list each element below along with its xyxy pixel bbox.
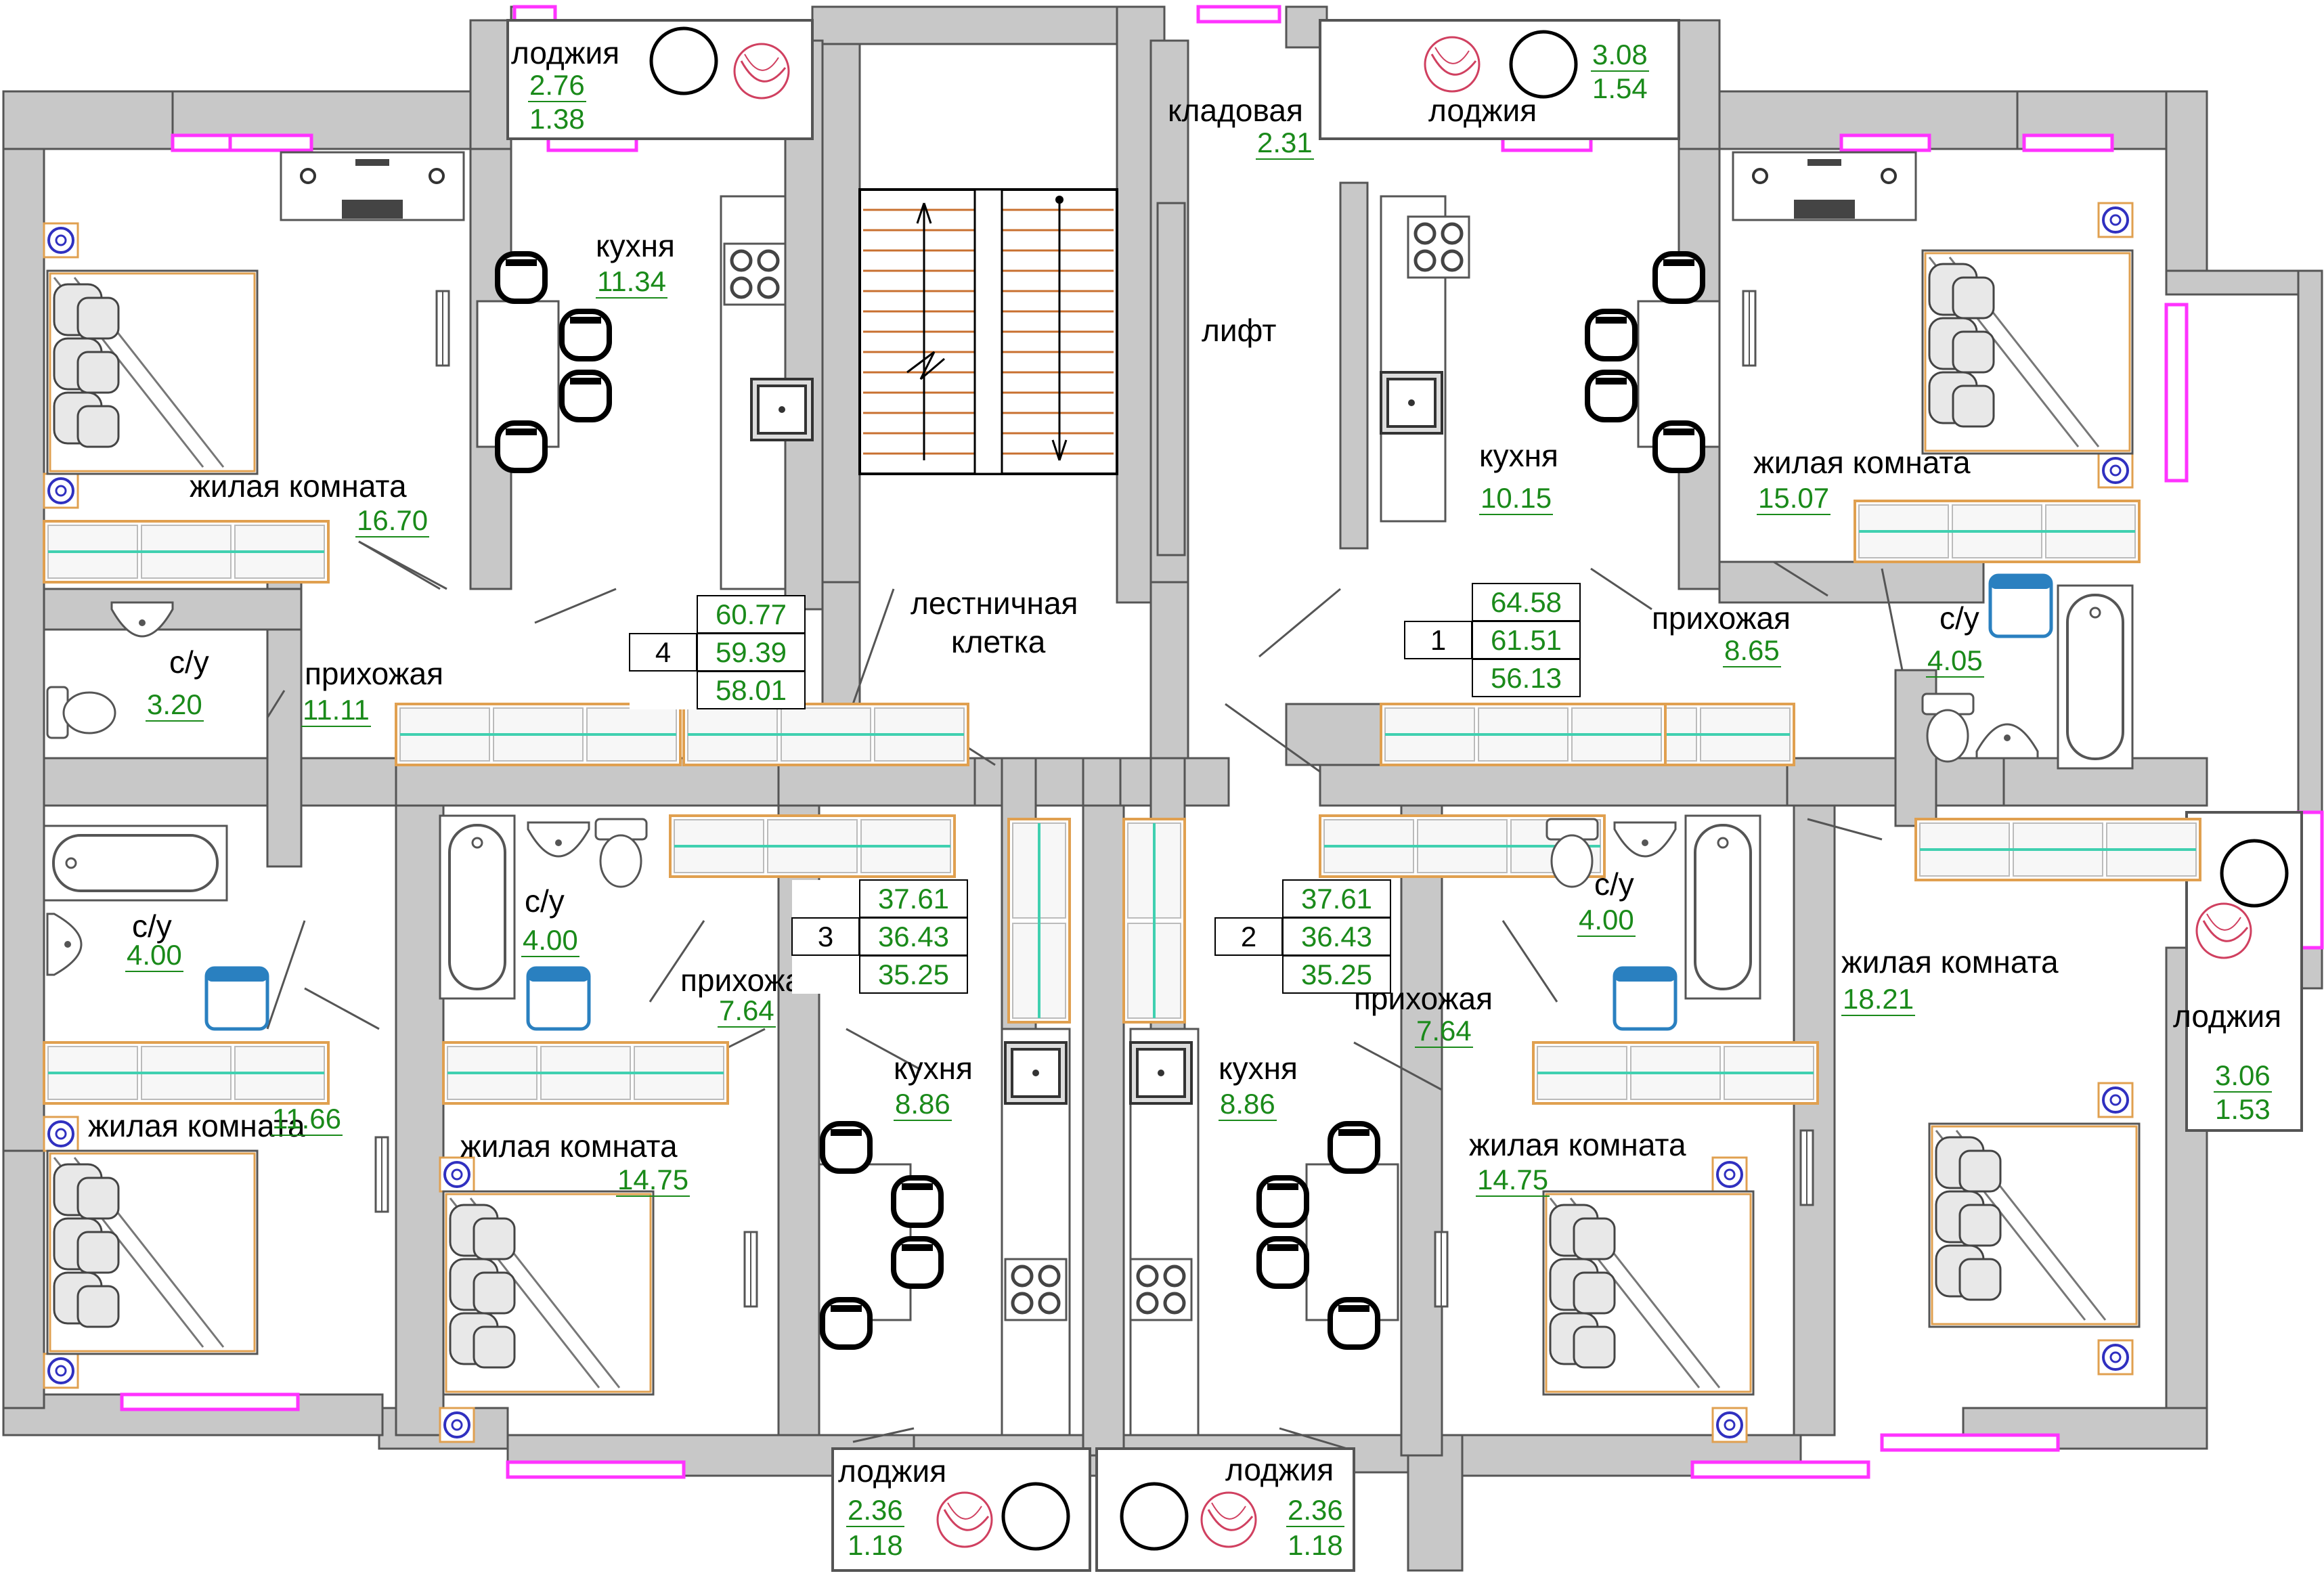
wc-1-name: с/у bbox=[1939, 600, 1979, 636]
loggia-tr-area1: 3.08 bbox=[1591, 39, 1649, 72]
wc-1-area: 4.05 bbox=[1926, 644, 1984, 678]
wc-2-area: 4.00 bbox=[1577, 904, 1636, 937]
wc-left-name: с/у bbox=[132, 908, 172, 944]
apartment-4-total-area: 60.77 bbox=[697, 595, 806, 634]
apartment-4-number: 4 bbox=[629, 633, 697, 672]
apartment-3-total-area: 37.61 bbox=[859, 879, 968, 918]
living-left-area: 11.66 bbox=[271, 1103, 343, 1136]
kitchen-2-area: 8.86 bbox=[1219, 1088, 1277, 1121]
loggia-r-name: лоджия bbox=[2173, 998, 2282, 1034]
apartment-3-area: 36.43 bbox=[859, 917, 968, 956]
living-right-name: жилая комната bbox=[1841, 944, 2059, 980]
walls bbox=[2, 5, 2323, 1572]
apartment-3-number: 3 bbox=[791, 917, 860, 956]
apartment-1-table: 64.58 1 61.51 56.13 bbox=[1404, 583, 1581, 697]
living-1-name: жилая комната bbox=[1753, 445, 1971, 480]
apartment-1-area: 61.51 bbox=[1472, 621, 1581, 659]
apartment-4-area: 59.39 bbox=[697, 633, 806, 672]
apartment-2-number: 2 bbox=[1214, 917, 1283, 956]
living-2-name: жилая комната bbox=[1469, 1127, 1686, 1162]
living-2-area: 14.75 bbox=[1476, 1164, 1550, 1197]
loggia-br-area2: 1.18 bbox=[1288, 1529, 1343, 1561]
living-3-name: жилая комната bbox=[460, 1128, 678, 1164]
loggia-tl-area2: 1.38 bbox=[529, 103, 585, 135]
loggia-tl-name: лоджия bbox=[511, 35, 620, 70]
loggia-bl-name: лоджия bbox=[838, 1453, 947, 1489]
hall-2-area: 7.64 bbox=[1415, 1015, 1473, 1048]
loggia-r-area2: 1.53 bbox=[2215, 1093, 2271, 1125]
apartment-4-table: 60.77 4 59.39 58.01 bbox=[629, 595, 806, 709]
apartment-2-living-area: 35.25 bbox=[1282, 955, 1391, 994]
loggia-tr-area2: 1.54 bbox=[1592, 72, 1648, 104]
loggia-r-area1: 3.06 bbox=[2214, 1059, 2272, 1093]
apartment-3-living-area: 35.25 bbox=[859, 955, 968, 994]
hall-4-area: 11.11 bbox=[301, 694, 371, 727]
kitchen-3-area: 8.86 bbox=[894, 1088, 952, 1121]
loggia-br-name: лоджия bbox=[1225, 1452, 1334, 1487]
living-4-name: жилая комната bbox=[190, 468, 407, 504]
hall-3-area: 7.64 bbox=[718, 994, 776, 1028]
hall-1-name: прихожая bbox=[1652, 600, 1791, 636]
windows bbox=[120, 5, 2324, 1479]
stairwell-name1: лестничная bbox=[911, 586, 1078, 621]
kitchen-3-name: кухня bbox=[894, 1051, 973, 1086]
loggia-tl-area1: 2.76 bbox=[528, 69, 586, 102]
loggia-br-area1: 2.36 bbox=[1286, 1494, 1344, 1527]
kitchen-4-name: кухня bbox=[596, 228, 675, 263]
apartment-2-table: 37.61 2 36.43 35.25 bbox=[1214, 879, 1391, 994]
living-right-area: 18.21 bbox=[1841, 983, 1916, 1016]
living-4-area: 16.70 bbox=[355, 504, 430, 537]
apartment-1-total-area: 64.58 bbox=[1472, 583, 1581, 621]
loggia-tr-name: лоджия bbox=[1428, 93, 1537, 128]
loggia-frames bbox=[506, 19, 2303, 1572]
apartment-2-total-area: 37.61 bbox=[1282, 879, 1391, 918]
label-leaders bbox=[358, 540, 1828, 597]
wc-3-area: 4.00 bbox=[521, 924, 579, 957]
wc-3-name: с/у bbox=[525, 883, 565, 919]
apartment-2-area: 36.43 bbox=[1282, 917, 1391, 956]
loggia-bl-area2: 1.18 bbox=[848, 1529, 903, 1561]
stairwell-name2: клетка bbox=[951, 624, 1046, 659]
staircase bbox=[858, 188, 1118, 475]
kitchen-4-area: 11.34 bbox=[596, 265, 667, 299]
wc-4-name: с/у bbox=[169, 644, 209, 680]
living-3-area: 14.75 bbox=[616, 1164, 690, 1197]
loggia-bl-area1: 2.36 bbox=[846, 1494, 904, 1527]
apartment-1-number: 1 bbox=[1404, 621, 1472, 659]
living-left-name: жилая комната bbox=[88, 1108, 305, 1143]
hall-1-area: 8.65 bbox=[1723, 634, 1781, 667]
furniture bbox=[43, 151, 2201, 1443]
kitchen-1-name: кухня bbox=[1479, 438, 1558, 473]
lift-name: лифт bbox=[1202, 313, 1277, 348]
apartment-4-living-area: 58.01 bbox=[697, 671, 806, 709]
apartment-1-living-area: 56.13 bbox=[1472, 659, 1581, 697]
hall-4-name: прихожая bbox=[305, 656, 444, 691]
wc-2-name: с/у bbox=[1594, 866, 1634, 902]
kitchen-1-area: 10.15 bbox=[1479, 482, 1554, 515]
apartment-3-table: 37.61 3 36.43 35.25 bbox=[791, 879, 968, 994]
kitchen-2-name: кухня bbox=[1219, 1051, 1298, 1086]
storage-area: 2.31 bbox=[1256, 127, 1314, 160]
storage-name: кладовая bbox=[1168, 93, 1303, 128]
wc-left-area: 4.00 bbox=[125, 939, 183, 972]
living-1-area: 15.07 bbox=[1757, 482, 1831, 515]
wc-4-area: 3.20 bbox=[146, 688, 204, 722]
